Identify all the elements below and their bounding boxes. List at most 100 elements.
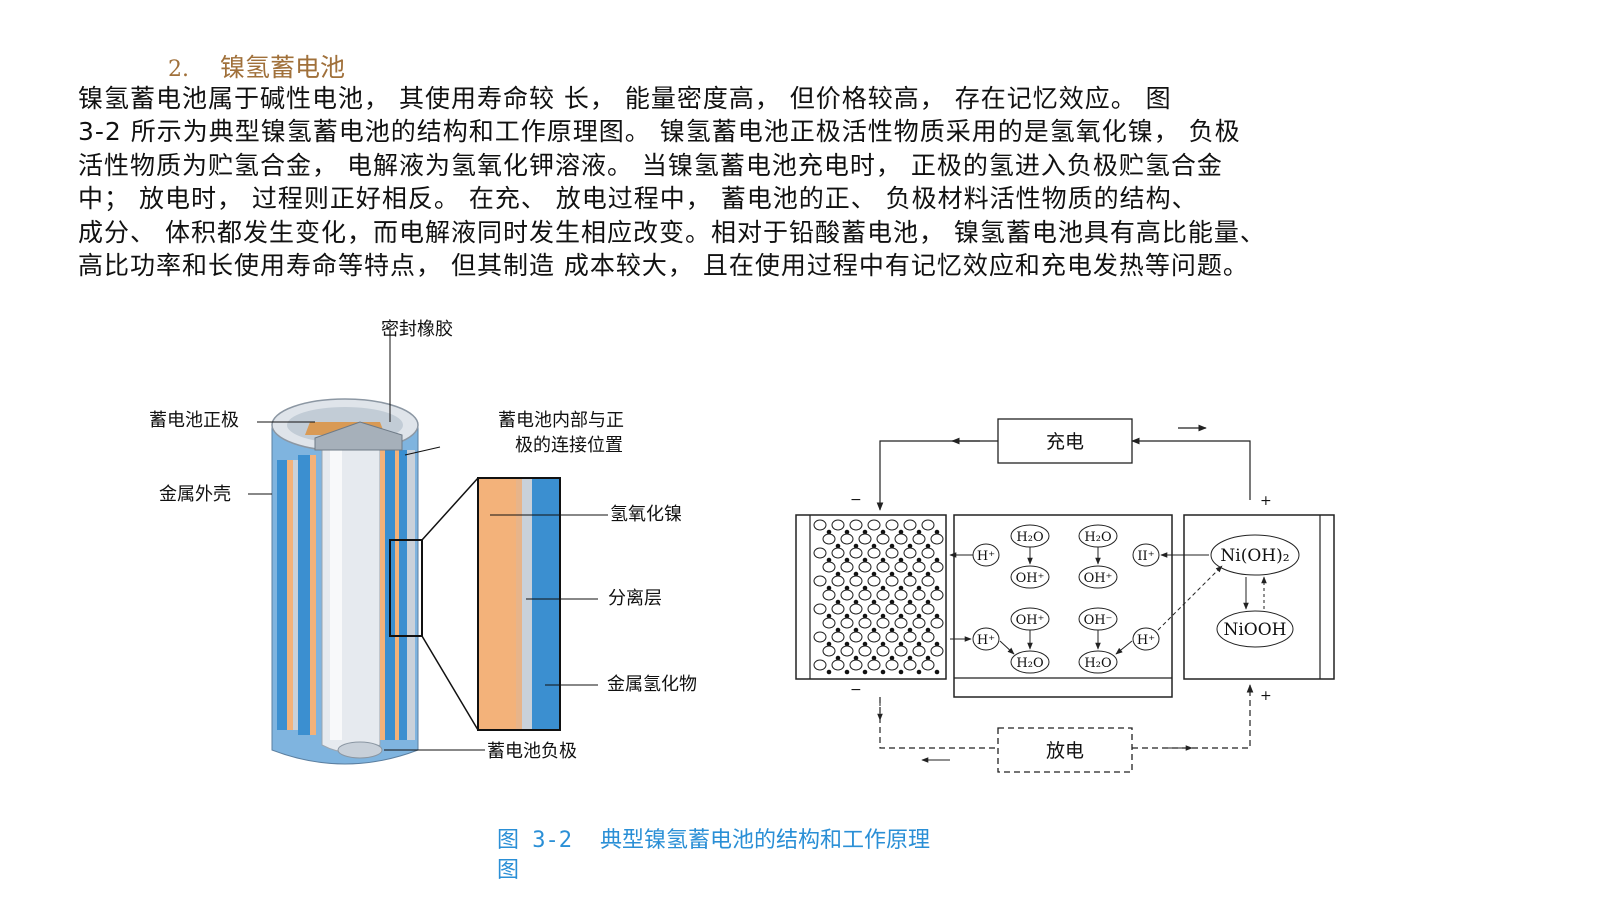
- alloy-cell: [840, 589, 854, 601]
- alloy-cell: [849, 575, 863, 587]
- label-positive-electrode: 蓄电池正极: [149, 410, 239, 431]
- hydrogen-atom-dot: [880, 557, 886, 563]
- alloy-cell: [912, 617, 926, 629]
- alloy-cell: [894, 533, 908, 545]
- paragraph-line: 活性物质为贮氢合金， 电解液为氢氧化钾溶液。 当镍氢蓄电池充电时， 正极的氢进入…: [78, 150, 1223, 180]
- alloy-cell: [885, 659, 899, 671]
- alloy-cell: [930, 533, 944, 545]
- hydrogen-atom-dot: [889, 627, 895, 633]
- alloy-cell: [912, 589, 926, 601]
- alloy-cell: [858, 561, 872, 573]
- hydrogen-atom-dot: [934, 529, 940, 535]
- alloy-cell: [813, 631, 827, 643]
- positive-electrode-plate: [1183, 514, 1335, 680]
- discharge-box: [997, 727, 1133, 773]
- alloy-cell: [813, 603, 827, 615]
- alloy-cell: [831, 631, 845, 643]
- discharge-label: 放电: [1046, 740, 1084, 762]
- label-metal-shell: 金属外壳: [159, 484, 231, 505]
- water-2: H₂O: [1084, 530, 1111, 545]
- label-seal-rubber: 密封橡胶: [381, 319, 453, 340]
- label-connection-line1: 蓄电池内部与正: [498, 410, 624, 431]
- hydrogen-atom-dot: [907, 543, 913, 549]
- alloy-cell: [813, 575, 827, 587]
- charge-label: 充电: [1046, 431, 1084, 453]
- hydrogen-atom-dot: [844, 669, 850, 675]
- hydrogen-atom-dot: [862, 529, 868, 535]
- hydrogen-atom-dot: [835, 599, 841, 605]
- hydrogen-atom-dot: [880, 585, 886, 591]
- h-ion-lower-left: H⁺: [977, 633, 995, 648]
- hydrogen-atom-dot: [898, 641, 904, 647]
- hydrogen-atom-dot: [907, 627, 913, 633]
- hydrogen-atom-dot: [826, 585, 832, 591]
- hydrogen-atom-dot: [853, 655, 859, 661]
- hydrogen-atom-dot: [871, 571, 877, 577]
- hydrogen-atom-dot: [871, 627, 877, 633]
- paragraph-line: 镍氢蓄电池属于碱性电池， 其使用寿命较 长， 能量密度高， 但价格较高， 存在记…: [78, 84, 1172, 113]
- negative-bottom-sign: −: [850, 682, 862, 698]
- alloy-cell: [894, 589, 908, 601]
- working-principle-figure: 充电 + − H⁺ H₂O OH⁺ H₂O OH⁺ II⁺ OH⁺ H₂O H⁺…: [795, 418, 1335, 773]
- hydrogen-atom-dot: [871, 599, 877, 605]
- hydrogen-atom-dot: [853, 627, 859, 633]
- alloy-cell: [867, 603, 881, 615]
- hydrogen-atom-dot: [916, 641, 922, 647]
- alloy-cell: [867, 519, 881, 531]
- alloy-cell: [849, 659, 863, 671]
- alloy-cell: [885, 519, 899, 531]
- alloy-cell: [903, 547, 917, 559]
- alloy-cell: [867, 575, 881, 587]
- hydrogen-atom-dot: [844, 613, 850, 619]
- alloy-cell: [840, 645, 854, 657]
- hydrogen-atom-dot: [862, 585, 868, 591]
- hydrogen-atom-dot: [871, 655, 877, 661]
- figure-title-line2: 图: [497, 858, 520, 883]
- alloy-cell: [858, 589, 872, 601]
- hydrogen-atom-dot: [835, 571, 841, 577]
- hydrogen-atom-dot: [826, 557, 832, 563]
- nickel-hydroxide-label: Ni(OH)₂: [1220, 546, 1289, 566]
- hydrogen-atom-dot: [826, 613, 832, 619]
- figure-title: 典型镍氢蓄电池的结构和工作原理: [599, 828, 930, 853]
- water-3: H₂O: [1016, 656, 1043, 671]
- hydrogen-atom-dot: [916, 613, 922, 619]
- hydrogen-atom-dot: [853, 543, 859, 549]
- paragraph-line: 3-2 所示为典型镍氢蓄电池的结构和工作原理图。 镍氢蓄电池正极活性物质采用的是…: [78, 117, 1241, 147]
- electrolyte-region: [953, 514, 1173, 698]
- hydrogen-atom-dot: [835, 655, 841, 661]
- hydroxide-2: OH⁺: [1084, 571, 1113, 586]
- positive-top-sign: +: [1260, 493, 1272, 509]
- label-metal-hydride: 金属氢化物: [607, 674, 697, 695]
- alloy-cell: [840, 533, 854, 545]
- hydroxide-1: OH⁺: [1016, 571, 1045, 586]
- hydrogen-atom-dot: [916, 669, 922, 675]
- alloy-cell: [840, 561, 854, 573]
- alloy-cell: [903, 659, 917, 671]
- hydroxide-3: OH⁺: [1016, 613, 1045, 628]
- alloy-cell: [831, 519, 845, 531]
- hydrogen-atom-dot: [889, 655, 895, 661]
- alloy-cell: [921, 547, 935, 559]
- section-heading: 2. 镍氢蓄电池: [168, 48, 345, 84]
- alloy-cell: [822, 561, 836, 573]
- hydrogen-atom-dot: [907, 571, 913, 577]
- alloy-cell: [831, 547, 845, 559]
- hydrogen-atom-dot: [934, 613, 940, 619]
- alloy-cell: [849, 547, 863, 559]
- water-4: H₂O: [1084, 656, 1111, 671]
- hydrogen-atom-dot: [898, 529, 904, 535]
- alloy-cell: [831, 603, 845, 615]
- hydrogen-atom-dot: [889, 571, 895, 577]
- alloy-cell: [876, 617, 890, 629]
- hydrogen-atom-dot: [844, 557, 850, 563]
- hydrogen-atom-dot: [889, 599, 895, 605]
- alloy-cell: [921, 575, 935, 587]
- hydrogen-atom-dot: [853, 571, 859, 577]
- alloy-cell: [813, 519, 827, 531]
- hydrogen-atom-dot: [826, 641, 832, 647]
- alloy-cell: [876, 561, 890, 573]
- alloy-cell: [921, 631, 935, 643]
- hydrogen-storage-alloy-pattern: [813, 519, 944, 675]
- hydrogen-atom-dot: [862, 557, 868, 563]
